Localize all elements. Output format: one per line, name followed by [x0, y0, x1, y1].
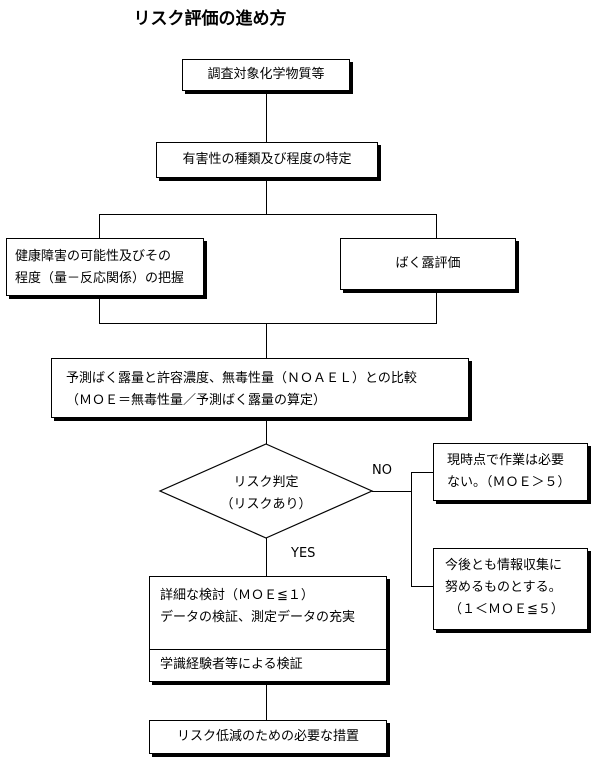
- hazard-identification-label: 有害性の種類及び程度の特定: [182, 152, 352, 167]
- connector-split-horizontal: [99, 214, 437, 215]
- dose-response-line-1: 健康障害の可能性及びその: [15, 249, 172, 264]
- info-collection-line-3: （１＜ＭＯＥ≦５）: [449, 602, 564, 617]
- comparison-box: 予測ばく露量と許容濃度、無毒性量（ＮＯＡＥＬ）との比較 （ＭＯＥ＝無毒性量／予測…: [51, 358, 469, 418]
- no-action-box: 現時点で作業は必要 ない。（ＭＯＥ＞５）: [433, 443, 588, 501]
- connector-detail-measures: [266, 682, 267, 720]
- comparison-line-2: （ＭＯＥ＝無毒性量／予測ばく露量の算定）: [66, 393, 327, 408]
- connector-hazard-split: [266, 178, 267, 214]
- connector-no-top: [411, 472, 433, 473]
- comparison-line-1: 予測ばく露量と許容濃度、無毒性量（ＮＯＡＥＬ）との比較: [66, 371, 417, 386]
- connector-no-bottom: [411, 586, 433, 587]
- detailed-review-text: 詳細な検討（ＭＯＥ≦１） データの検証、測定データの充実: [150, 577, 386, 647]
- connector-split-right: [436, 214, 437, 238]
- expert-review-label: 学識経験者等による検証: [160, 657, 303, 672]
- hazard-identification-box: 有害性の種類及び程度の特定: [156, 142, 378, 178]
- dose-response-box: 健康障害の可能性及びその 程度（量－反応関係）の把握: [6, 238, 204, 296]
- detailed-review-line-1: 詳細な検討（ＭＯＥ≦１）: [160, 588, 314, 603]
- connector-merge-horizontal: [99, 323, 437, 324]
- no-action-line-2: ない。（ＭＯＥ＞５）: [447, 475, 571, 490]
- connector-no-vertical: [411, 472, 412, 587]
- connector-no-horizontal: [372, 491, 412, 492]
- connector-split-left: [99, 214, 100, 238]
- decision-label: リスク判定 （リスクあり）: [206, 472, 326, 516]
- info-collection-line-2: 努めるものとする。: [445, 580, 562, 595]
- connector-right-down: [436, 290, 437, 324]
- exposure-assessment-box: ばく露評価: [340, 238, 516, 290]
- connector-decision-yes: [266, 538, 267, 576]
- decision-line-1: リスク判定: [233, 475, 299, 490]
- detailed-review-box: 詳細な検討（ＭＯＥ≦１） データの検証、測定データの充実 学識経験者等による検証: [149, 576, 387, 682]
- dose-response-line-2: 程度（量－反応関係）の把握: [15, 271, 185, 286]
- yes-label: YES: [291, 546, 316, 561]
- connector-target-hazard: [266, 90, 267, 142]
- risk-reduction-box: リスク低減のための必要な措置: [149, 720, 387, 754]
- no-action-line-1: 現時点で作業は必要: [447, 453, 565, 468]
- exposure-assessment-label: ばく露評価: [395, 256, 461, 271]
- detailed-review-line-2: データの検証、測定データの充実: [160, 610, 356, 625]
- info-collection-box: 今後とも情報収集に 努めるものとする。 （１＜ＭＯＥ≦５）: [433, 548, 588, 630]
- page-title: リスク評価の進め方: [133, 9, 287, 29]
- target-substance-box: 調査対象化学物質等: [182, 59, 350, 91]
- target-substance-label: 調査対象化学物質等: [207, 67, 325, 82]
- detailed-review-divider: [150, 649, 386, 650]
- connector-compare-decision: [266, 418, 267, 444]
- no-label: NO: [372, 463, 392, 478]
- decision-line-2: （リスクあり）: [220, 497, 312, 512]
- risk-reduction-label: リスク低減のための必要な措置: [176, 729, 359, 744]
- info-collection-line-1: 今後とも情報収集に: [445, 558, 563, 573]
- connector-merge-down: [266, 323, 267, 358]
- connector-left-down: [99, 296, 100, 324]
